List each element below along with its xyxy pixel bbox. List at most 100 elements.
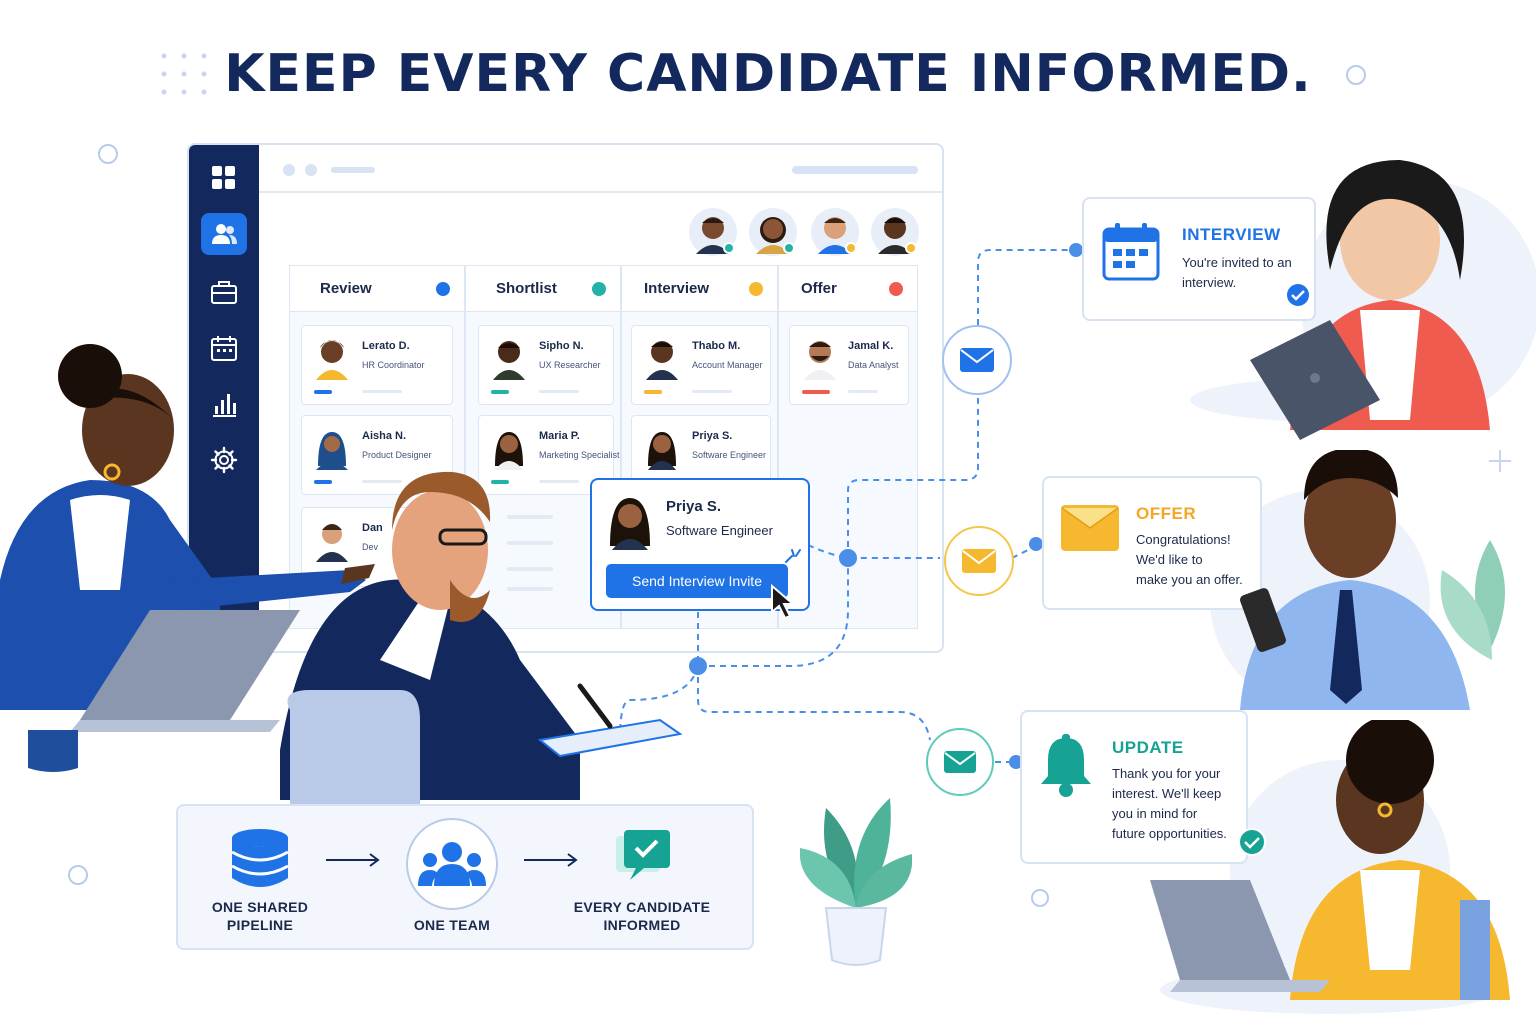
sidebar-item-settings[interactable] (201, 439, 247, 481)
plant-decor (800, 798, 912, 966)
placeholder-line (362, 480, 402, 483)
people-icon (212, 224, 237, 244)
progress-bar (491, 480, 509, 484)
candidate-role: UX Researcher (539, 360, 601, 370)
status-dot (592, 281, 606, 296)
team-avatar (689, 208, 737, 256)
notification-line: make you an offer. (1136, 572, 1243, 587)
envelope-icon (1061, 505, 1119, 551)
calendar-icon (211, 336, 237, 361)
status-dot (749, 281, 763, 296)
check-circle-icon (1238, 828, 1266, 856)
status-dot (889, 281, 903, 296)
flow-step-1-line2: PIPELINE (226, 917, 294, 933)
team-avatar (749, 208, 797, 256)
notification-title: INTERVIEW (1182, 225, 1281, 244)
gear-icon (210, 446, 238, 474)
notification-line: interview. (1182, 275, 1237, 290)
candidate-avatar (610, 498, 650, 550)
message-check-icon (616, 830, 670, 880)
notification-line: Thank you for your (1112, 766, 1221, 781)
candidate-card[interactable]: Jamal K. Data Analyst (789, 325, 909, 405)
notification-title: OFFER (1136, 504, 1197, 523)
bar-chart-icon (213, 394, 236, 417)
notification-line: We'd like to (1136, 552, 1203, 567)
progress-bar (491, 390, 509, 394)
sidebar-item-candidates[interactable] (201, 213, 247, 255)
candidate-card[interactable]: Thabo M. Account Manager (631, 325, 771, 405)
candidate-avatar (493, 341, 525, 380)
candidate-role: Dev (362, 542, 379, 552)
database-icon (231, 829, 289, 887)
window-topbar (259, 145, 942, 193)
offer-notification: OFFER Congratulations! We'd like to make… (1042, 476, 1262, 610)
check-circle-icon (1287, 284, 1309, 306)
bell-icon (1041, 734, 1091, 797)
status-dot (436, 281, 450, 296)
email-node-offer (944, 526, 1014, 596)
briefcase-icon (211, 281, 237, 304)
team-avatar (811, 208, 859, 256)
window-chrome (283, 164, 918, 176)
candidate-card[interactable]: Sipho N. UX Researcher (478, 325, 614, 405)
notification-line: future opportunities. (1112, 826, 1227, 841)
progress-bar (314, 480, 332, 484)
candidate-role: Product Designer (362, 450, 432, 460)
candidate-role: Software Engineer (692, 450, 767, 460)
candidate-name: Lerato D. (362, 340, 410, 352)
candidate-popup: Priya S. Software Engineer Send Intervie… (590, 478, 810, 620)
candidate-name: Dan (362, 522, 383, 534)
placeholder-line (362, 390, 402, 393)
interview-notification: INTERVIEW You're invited to an interview… (1082, 197, 1316, 321)
flow-step-1-line1: ONE SHARED (211, 899, 309, 915)
sidebar-item-dashboard[interactable] (201, 157, 247, 199)
sidebar (189, 145, 259, 651)
candidate-offer-illustration (1240, 450, 1505, 710)
candidate-name: Jamal K. (848, 340, 894, 352)
candidate-role: Account Manager (692, 360, 763, 370)
popup-candidate-name: Priya S. (666, 498, 722, 515)
notification-line: interest. We'll keep (1112, 786, 1222, 801)
sidebar-item-calendar[interactable] (201, 327, 247, 369)
sidebar-item-jobs[interactable] (201, 271, 247, 313)
popup-candidate-role: Software Engineer (666, 523, 773, 538)
plant-decor (1440, 540, 1505, 660)
process-flow-panel: ONE SHARED PIPELINE ONE TEAM EVERY CANDI… (176, 804, 754, 950)
envelope-icon (944, 751, 976, 773)
candidate-name: Sipho N. (539, 340, 584, 352)
email-node-interview (942, 325, 1012, 395)
notification-line: Congratulations! (1136, 532, 1231, 547)
candidate-avatar (646, 341, 678, 380)
recruiter-woman-illustration (0, 344, 375, 772)
team-avatars (689, 208, 919, 256)
calendar-icon (1102, 223, 1160, 281)
candidate-interview-illustration (1250, 160, 1490, 440)
candidate-role: Data Analyst (848, 360, 899, 370)
recruiter-man-illustration (280, 471, 683, 810)
team-icon (406, 818, 498, 910)
candidate-card[interactable]: Lerato D. HR Coordinator (301, 325, 453, 405)
candidate-role: HR Coordinator (362, 360, 425, 370)
column-label: Interview (644, 280, 710, 297)
candidate-name: Aisha N. (362, 430, 407, 442)
candidate-avatar (316, 524, 348, 562)
team-avatar (871, 208, 919, 256)
arrow-right-icon (326, 853, 380, 867)
placeholder-line (539, 390, 579, 393)
candidate-avatar (316, 340, 348, 380)
send-interview-invite-button[interactable]: Send Interview Invite (606, 564, 788, 598)
progress-bar (314, 390, 332, 394)
candidate-avatar (316, 432, 348, 470)
cursor-icon (771, 584, 796, 620)
update-notification: UPDATE Thank you for your interest. We'l… (1020, 710, 1266, 864)
column-label: Offer (801, 280, 837, 297)
team-illustration (0, 344, 683, 810)
column-label: Review (320, 280, 372, 297)
placeholder-line (848, 390, 878, 393)
notification-line: You're invited to an (1182, 255, 1292, 270)
placeholder-line (539, 480, 579, 483)
arrow-right-icon (524, 853, 578, 867)
progress-bar (644, 390, 662, 394)
click-burst-icon (785, 549, 801, 563)
sidebar-item-reports[interactable] (201, 383, 247, 425)
